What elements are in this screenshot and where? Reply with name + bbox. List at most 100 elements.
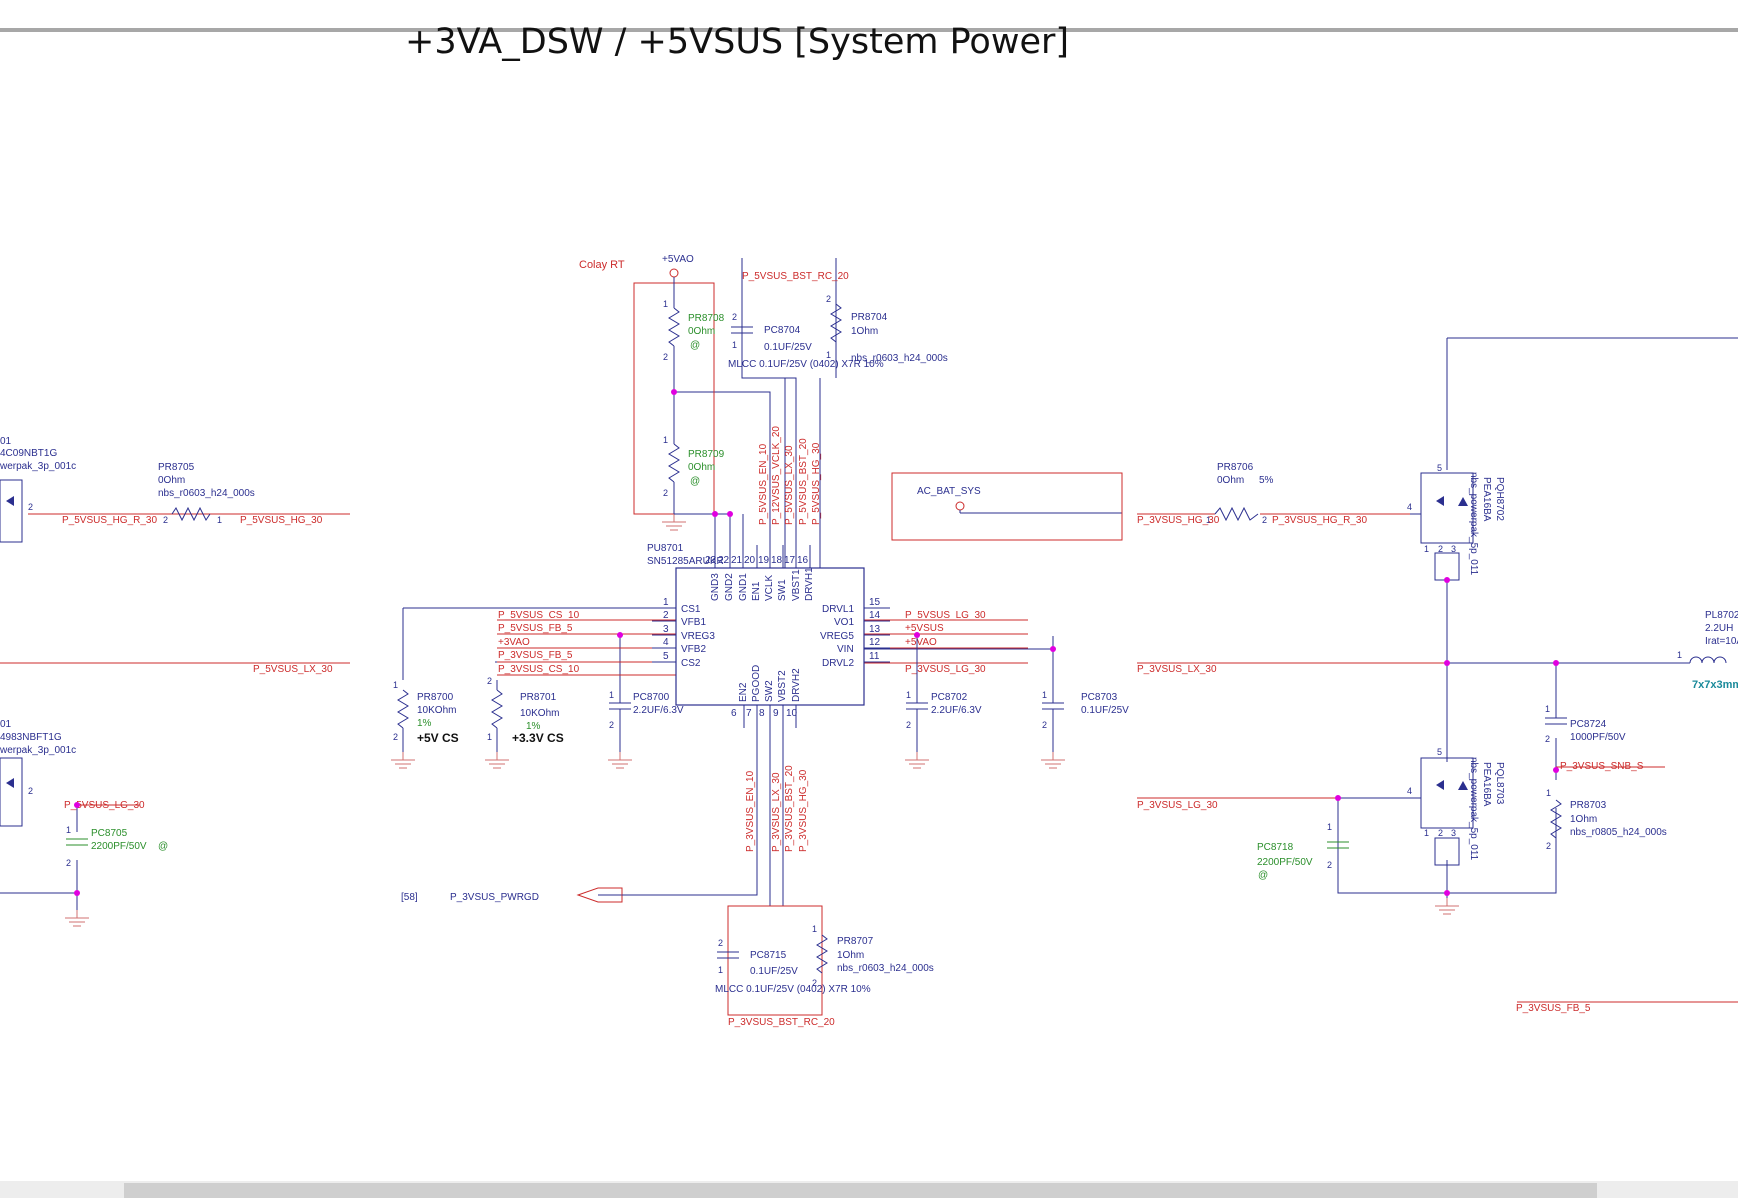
svg-text:20: 20 bbox=[744, 555, 756, 566]
svg-text:2: 2 bbox=[1545, 734, 1550, 744]
wires bbox=[0, 258, 1738, 1015]
component-ref: PC8718 bbox=[1257, 842, 1294, 853]
ic-pin-num: 13 bbox=[869, 624, 881, 635]
resistor-symbol bbox=[668, 443, 680, 483]
component-value: 1000PF/50V bbox=[1570, 732, 1626, 743]
component-part: PEA16BA bbox=[1481, 762, 1492, 807]
cs-label: +3.3V CS bbox=[512, 731, 564, 745]
component-pkg: nbs_r0603_h24_000s bbox=[851, 353, 948, 364]
svg-text:2: 2 bbox=[487, 676, 492, 686]
svg-text:1: 1 bbox=[217, 515, 222, 525]
component-note: @ bbox=[690, 340, 700, 351]
component-ref: PC8700 bbox=[633, 692, 670, 703]
svg-text:1: 1 bbox=[1424, 544, 1429, 554]
resistor-symbol bbox=[171, 506, 211, 522]
component-value: 1Ohm bbox=[1570, 814, 1597, 825]
svg-text:2: 2 bbox=[812, 978, 817, 988]
scrollbar-thumb[interactable] bbox=[124, 1183, 1597, 1198]
svg-text:VCLK: VCLK bbox=[764, 575, 775, 601]
svg-text:1: 1 bbox=[1545, 704, 1550, 714]
svg-text:2: 2 bbox=[393, 732, 398, 742]
net-label: P_3VSUS_LG_30 bbox=[1137, 800, 1218, 811]
svg-text:6: 6 bbox=[731, 708, 737, 719]
net-label: P_3VSUS_LG_30 bbox=[905, 664, 986, 675]
svg-text:2: 2 bbox=[732, 312, 737, 322]
svg-text:4C09NBT1G: 4C09NBT1G bbox=[0, 448, 57, 459]
cs-label: +5V CS bbox=[417, 731, 459, 745]
svg-text:16: 16 bbox=[797, 555, 809, 566]
svg-text:VBST2: VBST2 bbox=[777, 670, 788, 702]
component-irat: Irat=10A bbox=[1705, 636, 1738, 647]
svg-text:GND3: GND3 bbox=[710, 573, 721, 601]
svg-text:19: 19 bbox=[758, 555, 770, 566]
svg-text:2: 2 bbox=[163, 515, 168, 525]
component-ref: PR8709 bbox=[688, 449, 725, 460]
component-ref: PC8724 bbox=[1570, 719, 1607, 730]
component-pkg: nbs_powerpak_5p_011 bbox=[1468, 757, 1479, 861]
svg-text:2: 2 bbox=[1262, 515, 1267, 525]
component-value: 0Ohm bbox=[158, 475, 185, 486]
net-lines bbox=[0, 282, 1738, 1003]
component-ref: PC8715 bbox=[750, 950, 787, 961]
component-ref: PR8701 bbox=[520, 692, 557, 703]
net-label: P_5VSUS_BST_20 bbox=[798, 438, 809, 525]
component-value: 1Ohm bbox=[837, 950, 864, 961]
svg-text:01: 01 bbox=[0, 436, 12, 447]
svg-text:werpak_3p_001c: werpak_3p_001c bbox=[0, 745, 76, 756]
net-label: P_3VSUS_BST_20 bbox=[784, 765, 795, 852]
net-label: P_5VSUS_EN_10 bbox=[758, 443, 769, 525]
net-label: P_3VSUS_HG_R_30 bbox=[1272, 515, 1367, 526]
svg-text:1: 1 bbox=[732, 340, 737, 350]
net-label: P_5VSUS_HG_R_30 bbox=[62, 515, 157, 526]
net-label: P_3VSUS_HG_30 bbox=[1137, 515, 1220, 526]
net-label: +5VAO bbox=[905, 637, 937, 648]
component-pkg: nbs_r0603_h24_000s bbox=[158, 488, 255, 499]
ic-pin-name: VREG3 bbox=[681, 631, 715, 642]
net-label: +5VSUS bbox=[905, 623, 944, 634]
inductor-symbol bbox=[1689, 656, 1727, 664]
svg-text:1: 1 bbox=[487, 732, 492, 742]
component-pkg: nbs_r0603_h24_000s bbox=[837, 963, 934, 974]
net-label: AC_BAT_SYS bbox=[917, 486, 981, 497]
svg-text:3: 3 bbox=[1451, 544, 1456, 554]
net-label: P_3VSUS_FB_5 bbox=[498, 650, 573, 661]
component-note: @ bbox=[690, 476, 700, 487]
ic-pin-name: VFB2 bbox=[681, 644, 706, 655]
component-ref: PR8700 bbox=[417, 692, 454, 703]
net-label: P_3VSUS_LX_30 bbox=[771, 772, 782, 852]
svg-text:DRVH1: DRVH1 bbox=[804, 567, 815, 601]
component-ref: PR8708 bbox=[688, 313, 725, 324]
mosfet-symbol bbox=[6, 778, 14, 788]
svg-text:1: 1 bbox=[663, 435, 668, 445]
net-label: +3VAO bbox=[498, 637, 530, 648]
component-desc: MLCC 0.1UF/25V (0402) X7R 10% bbox=[715, 984, 871, 995]
ic-pin-num: 2 bbox=[663, 610, 669, 621]
component-value: 10KOhm bbox=[520, 708, 559, 719]
svg-text:EN2: EN2 bbox=[738, 682, 749, 702]
resistor-symbol bbox=[397, 689, 409, 729]
net-label: P_3VSUS_FB_5 bbox=[1516, 1003, 1591, 1014]
ic-pin-num: 15 bbox=[869, 597, 881, 608]
svg-text:21: 21 bbox=[731, 555, 743, 566]
svg-text:4: 4 bbox=[1407, 786, 1412, 796]
svg-text:1: 1 bbox=[906, 690, 911, 700]
svg-text:2: 2 bbox=[718, 938, 723, 948]
svg-text:2: 2 bbox=[663, 352, 668, 362]
svg-text:5: 5 bbox=[1437, 463, 1442, 473]
component-ref: PR8703 bbox=[1570, 800, 1607, 811]
svg-text:4: 4 bbox=[1407, 502, 1412, 512]
net-label: P_5VSUS_HG_30 bbox=[811, 442, 822, 525]
svg-text:2: 2 bbox=[28, 502, 33, 512]
mosfet-symbol bbox=[6, 496, 14, 506]
svg-text:SW1: SW1 bbox=[777, 579, 788, 601]
svg-text:18: 18 bbox=[771, 555, 783, 566]
component-value: 2200PF/50V bbox=[91, 841, 147, 852]
component-value: 2.2UH bbox=[1705, 623, 1733, 634]
ic-pin-name: CS1 bbox=[681, 604, 701, 615]
component-ref: PQL8703 bbox=[1494, 762, 1505, 805]
power-port-symbol bbox=[669, 268, 679, 278]
net-label: P_5VSUS_CS_10 bbox=[498, 610, 580, 621]
svg-text:DRVH2: DRVH2 bbox=[791, 668, 802, 702]
svg-text:2: 2 bbox=[663, 488, 668, 498]
